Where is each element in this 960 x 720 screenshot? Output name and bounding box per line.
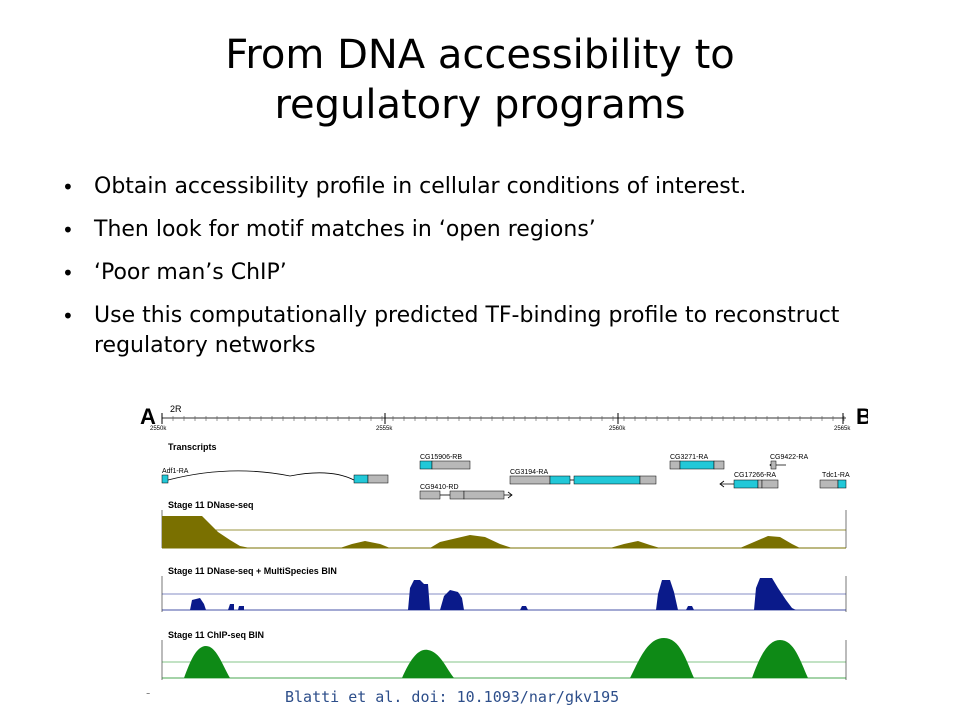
track-dnase [161,510,847,549]
gene-models: Adf1-RA CG15906-RB CG9410-RD CG3194-RA C… [161,454,850,500]
panel-label-a: A [140,404,156,429]
title-line-2: regulatory programs [274,82,686,128]
bullet-item: • Then look for motif matches in ‘open re… [60,215,920,245]
citation: Blatti et al. doi: 10.1093/nar/gkv195 [285,688,620,706]
ruler-tick-label: 2555k [376,426,393,432]
ruler-tick-label: 2565k [834,426,851,432]
bullet-item: • ‘Poor man’s ChIP’ [60,258,920,288]
genome-browser-figure: A B 2R 2550k 2555k 2560k 2565k Transcrip… [140,404,868,680]
ruler-tick-label: 2550k [150,426,167,432]
gene-label: CG3194-RA [510,469,548,476]
bullet-item: • Use this computationally predicted TF-b… [60,301,920,361]
panel-label-b: B [856,404,868,429]
chromosome-label: 2R [170,404,182,414]
bullet-icon: • [62,218,74,242]
dnase-signal [162,516,800,548]
figure-dash: - [146,686,151,700]
gene-label: CG3271-RA [670,454,708,461]
track-label-transcripts: Transcripts [168,442,217,452]
track-label-chip: Stage 11 ChIP-seq BIN [168,630,264,640]
gene-label: Tdc1-RA [822,472,850,479]
slide-title: From DNA accessibility to regulatory pro… [0,30,960,130]
track-chip [161,638,847,680]
gene-label: CG17266-RA [734,472,776,479]
bullet-icon: • [62,175,74,199]
title-line-1: From DNA accessibility to [225,32,735,78]
track-label-dnase: Stage 11 DNase-seq [168,500,254,510]
bullet-text: Then look for motif matches in ‘open reg… [94,217,596,242]
bullet-item: • Obtain accessibility profile in cellula… [60,172,920,202]
gene-label: CG15906-RB [420,454,462,461]
chip-signal [184,638,808,678]
track-dnase-ms [161,576,847,612]
ruler-tick-label: 2560k [609,426,626,432]
ruler: 2550k 2555k 2560k 2565k [150,413,851,432]
bullet-list: • Obtain accessibility profile in cellula… [60,172,920,374]
bullet-icon: • [62,304,74,328]
bullet-text: Use this computationally predicted TF-bi… [94,303,840,358]
bullet-text: Obtain accessibility profile in cellular… [94,174,747,199]
gene-label: CG9422-RA [770,454,808,461]
bullet-text: ‘Poor man’s ChIP’ [94,260,287,285]
track-label-dnase-ms: Stage 11 DNase-seq + MultiSpecies BIN [168,566,337,576]
gene-label: CG9410-RD [420,484,459,491]
gene-label: Adf1-RA [162,468,189,475]
bullet-icon: • [62,261,74,285]
